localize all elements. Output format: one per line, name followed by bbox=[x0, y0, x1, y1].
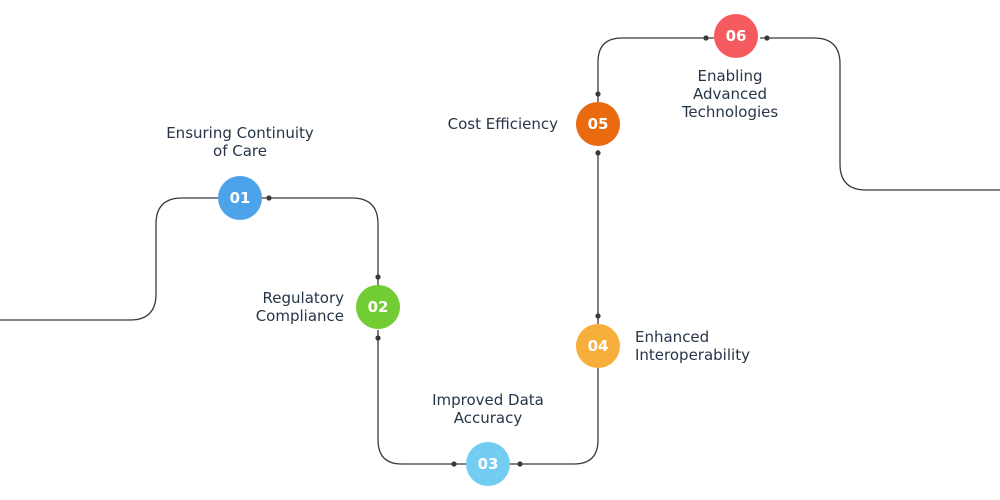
step-03-badge: 03 bbox=[466, 442, 510, 486]
connector-dot bbox=[517, 461, 523, 467]
connector-line bbox=[0, 37, 1000, 465]
connector-dot bbox=[375, 335, 381, 341]
step-04-badge: 04 bbox=[576, 324, 620, 368]
step-04-label-line: Interoperability bbox=[635, 346, 750, 364]
step-05-label-line: Cost Efficiency bbox=[447, 115, 558, 133]
step-01-badge: 01 bbox=[218, 176, 262, 220]
connector-dot bbox=[595, 91, 601, 97]
step-05-badge: 05 bbox=[576, 102, 620, 146]
connector-dot bbox=[375, 274, 381, 280]
connector-dot bbox=[703, 35, 709, 41]
step-06-label: Enabling Advanced Technologies bbox=[650, 67, 810, 121]
step-02-badge: 02 bbox=[356, 285, 400, 329]
connector-dot bbox=[266, 195, 272, 201]
step-06-label-line: Technologies bbox=[681, 103, 779, 121]
step-03-label-line: Accuracy bbox=[453, 409, 523, 427]
step-03-label-line: Improved Data bbox=[432, 391, 544, 409]
step-06-badge: 06 bbox=[714, 14, 758, 58]
connector-dot bbox=[595, 313, 601, 319]
step-06-label-line: Advanced bbox=[692, 85, 768, 103]
step-01-label-line: of Care bbox=[213, 142, 267, 160]
step-03-label: Improved Data Accuracy bbox=[398, 391, 578, 427]
step-04-label: Enhanced Interoperability bbox=[635, 328, 815, 364]
step-04-label-line: Enhanced bbox=[635, 328, 710, 346]
step-05-label: Cost Efficiency bbox=[380, 115, 558, 133]
step-01-label: Ensuring Continuity of Care bbox=[130, 124, 350, 160]
step-02-label-line: Compliance bbox=[255, 307, 344, 325]
step-02-label-line: Regulatory bbox=[262, 289, 344, 307]
connector-dot bbox=[595, 150, 601, 156]
step-06-label-line: Enabling bbox=[697, 67, 763, 85]
connector-dot bbox=[451, 461, 457, 467]
connector-dot bbox=[764, 35, 770, 41]
step-01-label-line: Ensuring Continuity bbox=[166, 124, 314, 142]
step-02-label: Regulatory Compliance bbox=[180, 289, 344, 325]
